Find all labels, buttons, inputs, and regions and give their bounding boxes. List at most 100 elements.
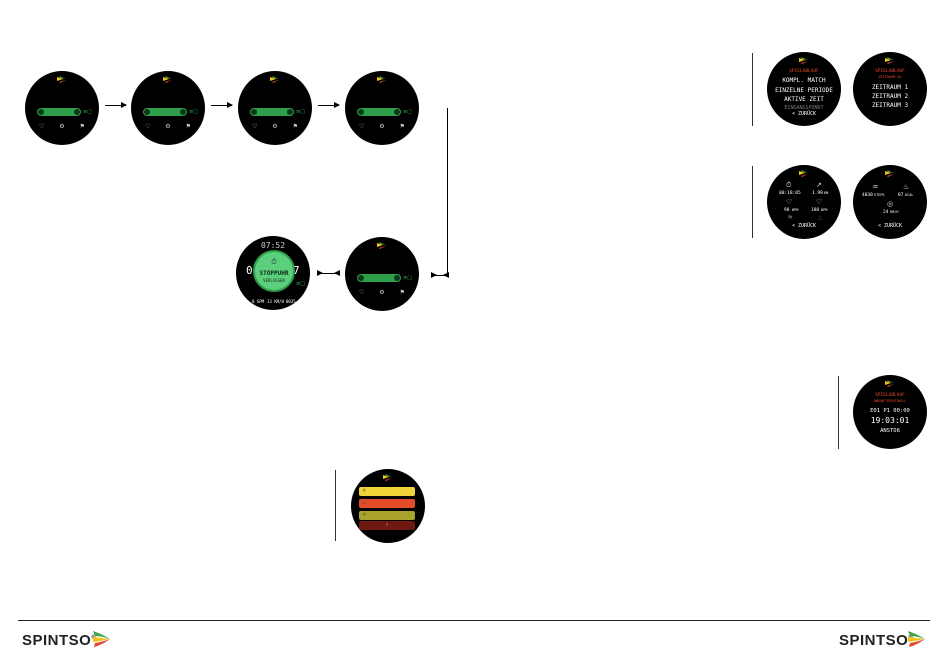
battery-icon: ≡□	[296, 109, 305, 115]
settings-icon[interactable]: ⚙	[165, 123, 171, 130]
menu-item[interactable]: KOMPL. MATCH	[782, 77, 826, 84]
back-button[interactable]: < ZURÜCK	[877, 223, 903, 229]
log-subheader: ANKUNFTSPROTOKOLL	[873, 399, 907, 403]
option-icon: ☼	[362, 512, 367, 518]
right-arrow-icon	[74, 109, 80, 115]
progress-bar[interactable]	[143, 108, 187, 116]
right-arrow-icon	[394, 109, 400, 115]
menu-item[interactable]: ZEITRAUM 3	[871, 102, 909, 109]
battery-icon: ≡□	[189, 109, 198, 115]
spintso-logo-icon	[885, 380, 894, 387]
watch-stats-b[interactable]: ♒ ♨ 4030 STEPS 87 KCAL ◎ 24 KM/H < ZURÜC…	[853, 165, 927, 239]
settings-icon[interactable]: ⚙	[379, 123, 385, 130]
activity-icon[interactable]: ⚑	[292, 123, 298, 130]
watch-screen-4[interactable]: ≡□ ♡⚙⚑	[345, 71, 419, 145]
heart-icon[interactable]: ♡	[359, 289, 365, 296]
distance-unit: KM	[824, 191, 829, 195]
watch-color-menu[interactable]: ☼ ▱ ☼ ‹	[351, 469, 425, 543]
calories-icon: ♨	[903, 183, 910, 191]
brand-name: SPINTSO	[22, 632, 92, 649]
watch-screen-3[interactable]: ≡□ ♡ ⚙ ⚑	[238, 71, 312, 145]
kcal-unit: KCAL	[905, 193, 914, 197]
menu-item[interactable]: ZEITRAUM 2	[871, 93, 909, 100]
spintso-logo-icon	[799, 57, 808, 64]
watch-icon-row: ♡ ⚙ ⚑	[39, 123, 85, 130]
brand-name: SPINTSO	[839, 632, 909, 649]
speed-unit: KM/H	[890, 210, 899, 214]
flow-arrow	[318, 102, 340, 108]
log-event-label: ANSTOß	[880, 428, 900, 434]
divider	[752, 166, 753, 238]
spintso-logo-icon	[383, 474, 392, 481]
left-arrow-icon	[358, 109, 364, 115]
stopwatch-icon: ⏱	[786, 181, 792, 189]
watch-screen-1[interactable]: ≡□ ♡ ⚙ ⚑	[25, 71, 99, 145]
log-header: SPIELABLAUF	[875, 393, 905, 398]
watch-match-menu[interactable]: SPIELABLAUF KOMPL. MATCH EINZELNE PERIOD…	[767, 52, 841, 126]
watch-period-menu[interactable]: SPIELABLAUF ZEITRAUM #2 ZEITRAUM 1 ZEITR…	[853, 52, 927, 126]
divider	[752, 53, 753, 126]
heart-icon[interactable]: ♡	[252, 123, 258, 130]
battery-icon: ≡□	[83, 109, 92, 115]
back-option[interactable]: ‹	[359, 521, 415, 530]
hr-min-unit: BPM	[792, 208, 799, 212]
watch-screen-2[interactable]: ≡□ ♡ ⚙ ⚑	[131, 71, 205, 145]
hr-max-unit: BPM	[821, 208, 828, 212]
menu-header: SPIELABLAUF	[789, 69, 819, 74]
back-button[interactable]: < ZURÜCK	[791, 111, 817, 117]
menu-option[interactable]: ▱	[359, 499, 415, 508]
back-button[interactable]: < ZURÜCK	[791, 223, 817, 229]
elapsed-time: 00:18:05	[779, 191, 801, 196]
settings-icon[interactable]: ⚙	[272, 123, 278, 130]
flow-arrow	[431, 272, 449, 278]
clock-time-left: 0	[246, 264, 253, 277]
spintso-logo-icon	[163, 76, 172, 83]
progress-bar[interactable]	[250, 108, 294, 116]
progress-bar[interactable]	[357, 274, 401, 282]
menu-item[interactable]: EINZELNE PERIODE	[775, 87, 833, 94]
menu-item[interactable]: ZEITRAUM 1	[871, 84, 909, 91]
option-icon: ▱	[362, 500, 366, 506]
sprint-icon: ⚑	[787, 214, 794, 222]
right-arrow-icon	[394, 275, 400, 281]
spintso-logo-icon	[57, 76, 66, 83]
settings-icon[interactable]: ⚙	[59, 123, 65, 130]
counter: 0035	[286, 299, 296, 304]
left-arrow-icon	[251, 109, 257, 115]
battery-icon: ≡□	[403, 275, 412, 281]
watch-screen-5[interactable]: ≡□ ♡ ⚙ ⚑	[345, 237, 419, 311]
menu-item[interactable]: EINGANGSPUNKT	[784, 105, 824, 111]
progress-bar[interactable]	[357, 108, 401, 116]
menu-item[interactable]: AKTIVE ZEIT	[784, 96, 824, 103]
activity-icon[interactable]: ⚑	[79, 123, 85, 130]
menu-subheader: ZEITRAUM #2	[878, 75, 902, 79]
right-arrow-icon	[287, 109, 293, 115]
flow-arrow	[105, 102, 127, 108]
activity-icon[interactable]: ⚑	[185, 123, 191, 130]
menu-option[interactable]: ☼	[359, 487, 415, 496]
watch-log-screen[interactable]: SPIELABLAUF ANKUNFTSPROTOKOLL E01 P1 00:…	[853, 375, 927, 449]
heart-icon[interactable]: ♡	[145, 123, 151, 130]
menu-option[interactable]: ☼	[359, 511, 415, 520]
settings-icon[interactable]: ⚙	[379, 289, 385, 296]
steps-value: 4030	[862, 193, 873, 198]
battery-icon: ≡□	[296, 281, 305, 287]
divider	[838, 376, 839, 449]
menu-header: SPIELABLAUF	[875, 69, 905, 74]
watch-icon-row: ♡ ⚙ ⚑	[359, 289, 405, 296]
leave-label: VERLASSEN	[263, 278, 285, 283]
activity-icon[interactable]: ⚑	[399, 123, 405, 130]
activity-icon[interactable]: ⚑	[399, 289, 405, 296]
heart-icon[interactable]: ♡	[39, 123, 45, 130]
speed: 13 KM/H	[267, 299, 284, 304]
spintso-logo-icon	[377, 242, 386, 249]
spintso-logo-icon	[885, 170, 894, 177]
heart-icon[interactable]: ♡	[359, 123, 365, 130]
progress-bar[interactable]	[37, 108, 81, 116]
distance-icon: ↗	[816, 181, 822, 189]
stop-overlay-button[interactable]: ⏱ STOPPUHR VERLASSEN	[253, 250, 295, 292]
stopwatch-icon: ⏱	[271, 258, 277, 266]
watch-screen-stop[interactable]: 07:52 0 7 ⏱ STOPPUHR VERLASSEN ≡□ 0 SPM …	[236, 236, 310, 310]
watch-stats-a[interactable]: ⏱ ↗ 00:18:05 1.98 KM ♡ ♡ 98 BPM 188 BPM …	[767, 165, 841, 239]
brand-swoosh-icon	[93, 631, 110, 647]
